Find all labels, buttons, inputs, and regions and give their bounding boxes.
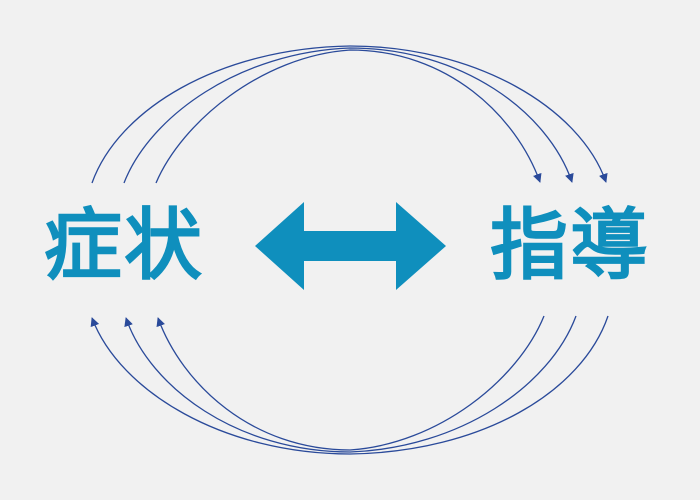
- bottom-cycle-arrows: [90, 315, 609, 455]
- guidance-label: 指導: [490, 201, 651, 291]
- top-cycle-arrow-middle: [123, 47, 574, 184]
- top-cycle-arrow-inner: [155, 49, 542, 184]
- double-headed-arrow-icon: [255, 202, 446, 290]
- bottom-cycle-arrow-middle: [124, 315, 577, 453]
- bottom-cycle-arrow-inner: [156, 315, 545, 451]
- top-cycle-arrow-outer: [91, 45, 608, 184]
- symptom-label: 症状: [44, 201, 205, 291]
- top-cycle-arrows: [91, 45, 608, 184]
- bottom-cycle-arrow-outer: [90, 315, 609, 455]
